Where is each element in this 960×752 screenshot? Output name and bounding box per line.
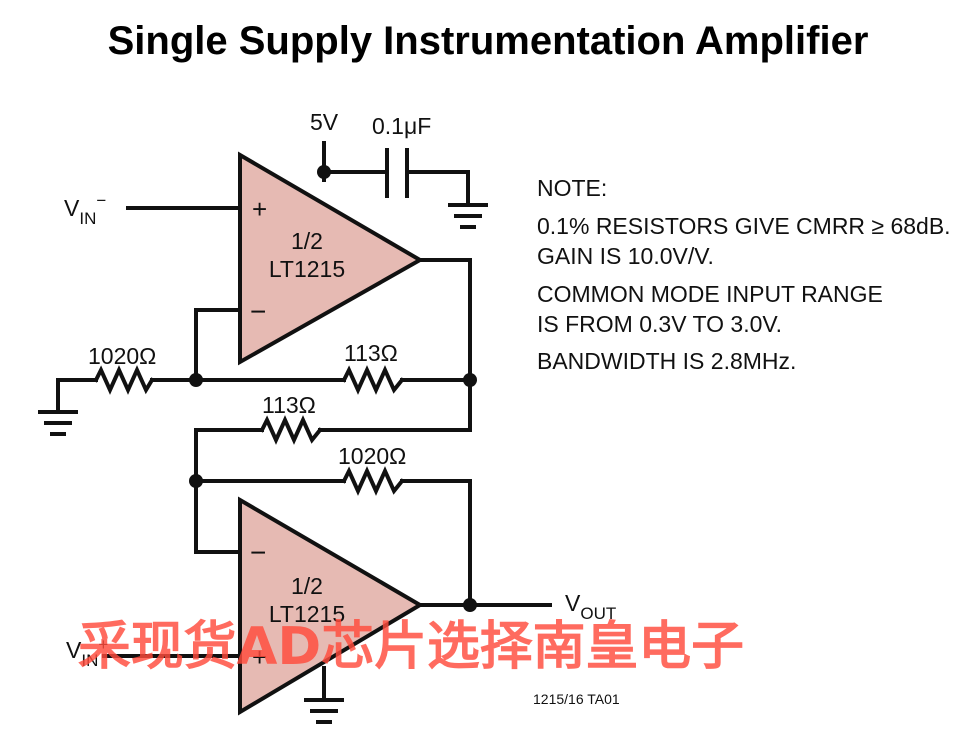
watermark-text: 采现货AD芯片选择南皇电子 (78, 617, 744, 677)
opamp-top-fraction: 1/2 (291, 228, 323, 254)
resistor-bottom-feedback-label: 1020Ω (338, 443, 406, 469)
figure-code: 1215/16 TA01 (533, 691, 620, 707)
junction-mid (189, 474, 203, 488)
vin-minus-label: VIN− (64, 191, 106, 228)
note-line: 0.1% RESISTORS GIVE CMRR ≥ 68dB. (537, 213, 951, 239)
opamp-top-plus: + (252, 194, 267, 224)
ground-symbol-bottom (304, 698, 344, 724)
opamp-bottom: − + 1/2 LT1215 (238, 496, 424, 716)
opamp-bottom-minus: − (250, 537, 266, 568)
resistor-middle-label: 113Ω (262, 392, 316, 418)
diagram-title: Single Supply Instrumentation Amplifier (108, 19, 869, 63)
resistor-middle (259, 415, 323, 445)
ground-symbol-left (38, 410, 78, 436)
junction-5v (317, 165, 331, 179)
supply-voltage-label: 5V (310, 109, 339, 135)
resistor-left-label: 1020Ω (88, 343, 156, 369)
junction-right (463, 373, 477, 387)
notes-heading: NOTE: (537, 175, 607, 201)
vout-label: VOUT (565, 590, 616, 623)
vin-plus-label: VIN+ (66, 635, 108, 670)
capacitor (385, 148, 409, 198)
opamp-bottom-plus: + (252, 642, 267, 672)
note-line: GAIN IS 10.0V/V. (537, 243, 714, 269)
opamp-bottom-part: LT1215 (269, 601, 345, 627)
junction-left (189, 373, 203, 387)
ground-symbol-capacitor (448, 203, 488, 229)
wires (56, 141, 552, 702)
junction-dots (189, 165, 477, 612)
note-line: BANDWIDTH IS 2.8MHz. (537, 348, 796, 374)
resistor-left (93, 365, 155, 395)
opamp-top-part: LT1215 (269, 256, 345, 282)
opamp-top: + − 1/2 LT1215 (238, 151, 425, 366)
resistor-top-feedback-label: 113Ω (344, 340, 398, 366)
opamp-bottom-fraction: 1/2 (291, 573, 323, 599)
junction-out (463, 598, 477, 612)
note-line: COMMON MODE INPUT RANGE (537, 281, 883, 307)
resistor-bottom-feedback (341, 466, 405, 496)
capacitor-label: 0.1μF (372, 113, 431, 139)
notes-block: NOTE: 0.1% RESISTORS GIVE CMRR ≥ 68dB. G… (537, 175, 951, 374)
opamp-top-minus: − (250, 296, 266, 327)
note-line: IS FROM 0.3V TO 3.0V. (537, 311, 782, 337)
resistor-top-feedback (341, 365, 405, 395)
